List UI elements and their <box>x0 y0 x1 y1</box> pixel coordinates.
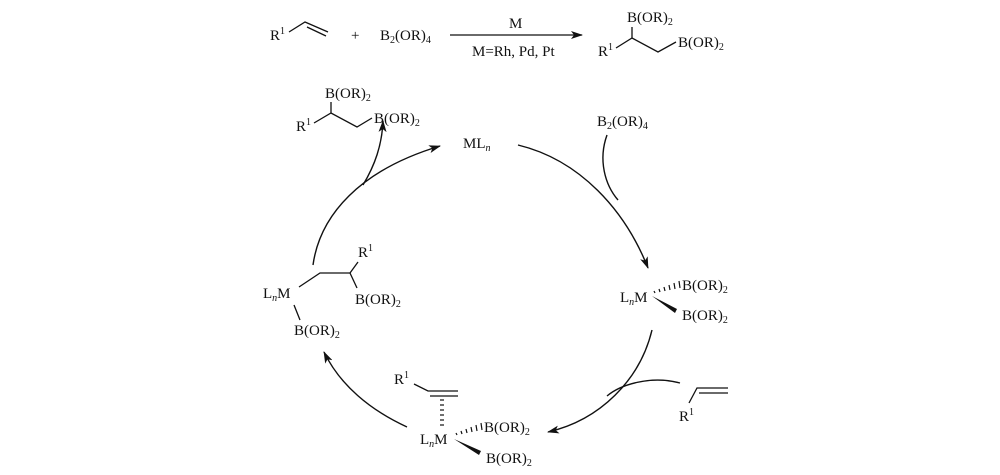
overall-product: B(OR)2 R1 B(OR)2 <box>598 10 724 60</box>
insertion-boryl-metal: B(OR)2 <box>294 323 340 341</box>
alkene-complex-boryl-wedge: B(OR)2 <box>486 451 532 469</box>
alkene-complex-metal: LnM <box>420 432 448 450</box>
product-chain <box>615 37 677 53</box>
ox-add-boryl-wedge: B(OR)2 <box>682 308 728 326</box>
alkene-complex-boryl-hash: B(OR)2 <box>484 420 530 438</box>
product-boryl-top: B(OR)2 <box>627 10 673 28</box>
reactant-alkene: R1 <box>270 21 329 44</box>
cycle-product-chain <box>313 112 373 128</box>
arrow-alkene-coordination <box>547 329 653 434</box>
arrow-diboron-entry <box>602 134 619 201</box>
cycle-product: B(OR)2 R1 B(OR)2 <box>296 86 420 135</box>
hashed-bond <box>653 280 681 294</box>
arrow-product-release <box>362 120 387 186</box>
diboron-reagent: B2(OR)4 <box>380 28 431 46</box>
alkene-complex: R1 LnM B(OR)2 B(OR)2 <box>394 370 532 469</box>
incoming-alkene-bond <box>688 387 728 404</box>
incoming-alkene: R1 <box>679 387 728 425</box>
arrow-oxidative-addition <box>517 144 649 269</box>
cycle-product-boryl-right: B(OR)2 <box>374 111 420 129</box>
ox-add-boryl-hash: B(OR)2 <box>682 278 728 296</box>
alkene-complex-hashed-b <box>455 422 483 436</box>
product-boryl-right: B(OR)2 <box>678 35 724 53</box>
alkene-complex-bond <box>413 383 458 392</box>
arrow-reductive-elimination <box>312 145 441 266</box>
cycle-product-boryl-top: B(OR)2 <box>325 86 371 104</box>
insertion-complex: LnM R1 B(OR)2 B(OR)2 <box>263 243 401 341</box>
insertion-r: R1 <box>358 243 373 261</box>
oxidative-addition-complex: LnM B(OR)2 B(OR)2 <box>620 278 728 326</box>
cycle-product-r: R1 <box>296 117 311 135</box>
arrow-migratory-insertion <box>323 351 408 428</box>
wedge-bond <box>652 296 677 313</box>
catalyst-label: M <box>509 16 522 32</box>
ox-add-metal: LnM <box>620 290 648 308</box>
insertion-b-bond <box>349 272 358 289</box>
alkene-double-bond <box>306 26 327 37</box>
alkene-complex-wedge <box>454 439 481 455</box>
alkene-complex-r: R1 <box>394 370 409 388</box>
insertion-boryl-chain: B(OR)2 <box>355 292 401 310</box>
incoming-alkene-r: R1 <box>679 407 694 425</box>
insertion-chain <box>298 261 359 288</box>
overall-reaction: R1 + B2(OR)4 M M=Rh, Pd, Pt B(OR)2 R1 B(… <box>270 10 724 60</box>
cycle-diboron-reagent: B2(OR)4 <box>597 114 648 132</box>
product-r-label: R1 <box>598 42 613 60</box>
arrow-alkene-entry <box>606 379 681 397</box>
insertion-mb-bond <box>293 304 301 321</box>
catalyst-options: M=Rh, Pd, Pt <box>472 44 555 60</box>
plus-sign: + <box>351 28 359 44</box>
insertion-metal: LnM <box>263 286 291 304</box>
catalyst-mln: MLn <box>463 136 491 154</box>
alkene-metal-hashed-bond <box>440 399 444 426</box>
alkene-r-label: R1 <box>270 26 285 44</box>
alkene-bond <box>288 21 329 33</box>
